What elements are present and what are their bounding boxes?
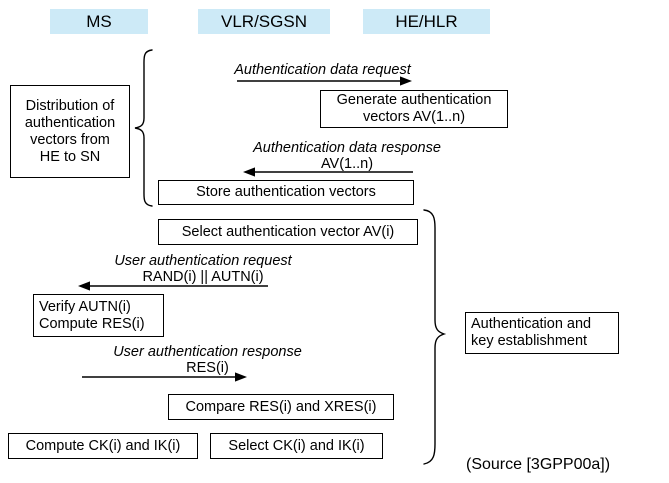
message-user-auth-request-label: User authentication request bbox=[88, 253, 318, 270]
message-auth-data-response-label: Authentication data response bbox=[232, 140, 462, 157]
column-header-vlr-sgsn: VLR/SGSN bbox=[198, 9, 330, 34]
arrow-user-auth-response bbox=[82, 372, 247, 384]
message-auth-data-request-title: Authentication data request bbox=[234, 62, 411, 78]
message-user-auth-response-payload: RES(i) bbox=[186, 360, 229, 376]
message-auth-data-request-label: Authentication data request bbox=[215, 62, 430, 79]
message-user-auth-request-payload: RAND(i) || AUTN(i) bbox=[142, 269, 264, 285]
box-compute-ck-ik: Compute CK(i) and IK(i) bbox=[8, 433, 198, 459]
phase-authentication-line-1: Authentication and bbox=[471, 316, 592, 332]
source-caption-text: (Source [3GPP00a]) bbox=[466, 456, 611, 473]
message-user-auth-response-label: User authentication response bbox=[90, 344, 325, 361]
source-caption: (Source [3GPP00a]) bbox=[466, 455, 610, 475]
brace-authentication-phase bbox=[422, 208, 447, 466]
phase-box-distribution: Distribution of authentication vectors f… bbox=[10, 85, 130, 178]
phase-distribution-line-4: HE to SN bbox=[39, 148, 101, 165]
message-user-auth-response-title: User authentication response bbox=[113, 344, 302, 360]
box-select-av-line-1: Select authentication vector AV(i) bbox=[181, 223, 395, 240]
phase-distribution-line-2: authentication bbox=[24, 114, 116, 131]
box-compare-res-line-1: Compare RES(i) and XRES(i) bbox=[185, 398, 377, 415]
message-auth-data-response-payload: AV(1..n) bbox=[320, 156, 374, 172]
box-verify-autn-line-1: Verify AUTN(i) bbox=[39, 298, 131, 315]
box-select-ck-ik: Select CK(i) and IK(i) bbox=[210, 433, 383, 459]
message-auth-data-response-title: Authentication data response bbox=[253, 140, 441, 156]
message-auth-data-response-payload-label: AV(1..n) bbox=[232, 156, 462, 173]
box-generate-authentication-vectors: Generate authentication vectors AV(1..n) bbox=[320, 90, 508, 128]
phase-authentication-line-2: key establishment bbox=[471, 333, 588, 349]
column-header-ms: MS bbox=[50, 9, 148, 34]
box-store-av-line-1: Store authentication vectors bbox=[196, 184, 376, 200]
box-verify-autn-compute-res: Verify AUTN(i) Compute RES(i) bbox=[33, 294, 164, 337]
message-user-auth-request-title: User authentication request bbox=[114, 253, 292, 269]
arrow-auth-data-response bbox=[243, 167, 413, 179]
column-header-he-hlr: HE/HLR bbox=[363, 9, 490, 34]
arrow-auth-data-request bbox=[237, 76, 412, 88]
message-user-auth-request-payload-label: RAND(i) || AUTN(i) bbox=[88, 269, 318, 286]
column-header-vlr-sgsn-label: VLR/SGSN bbox=[221, 12, 307, 31]
column-header-ms-label: MS bbox=[86, 12, 112, 31]
box-select-authentication-vector: Select authentication vector AV(i) bbox=[158, 219, 418, 245]
box-generate-av-line-2: vectors AV(1..n) bbox=[362, 109, 466, 125]
column-header-he-hlr-label: HE/HLR bbox=[395, 12, 458, 31]
phase-box-authentication: Authentication and key establishment bbox=[465, 312, 619, 354]
box-select-ck-ik-line-1: Select CK(i) and IK(i) bbox=[228, 437, 365, 454]
box-store-authentication-vectors: Store authentication vectors bbox=[158, 180, 414, 205]
message-user-auth-response-payload-label: RES(i) bbox=[90, 360, 325, 377]
phase-distribution-line-1: Distribution of bbox=[25, 97, 115, 114]
phase-distribution-line-3: vectors from bbox=[30, 131, 110, 148]
box-compare-res-xres: Compare RES(i) and XRES(i) bbox=[168, 394, 394, 420]
box-verify-autn-line-2: Compute RES(i) bbox=[39, 315, 145, 332]
arrow-user-auth-request bbox=[78, 281, 268, 293]
box-compute-ck-ik-line-1: Compute CK(i) and IK(i) bbox=[25, 437, 181, 454]
box-generate-av-line-1: Generate authentication bbox=[336, 92, 492, 108]
brace-distribution-phase bbox=[132, 48, 154, 208]
